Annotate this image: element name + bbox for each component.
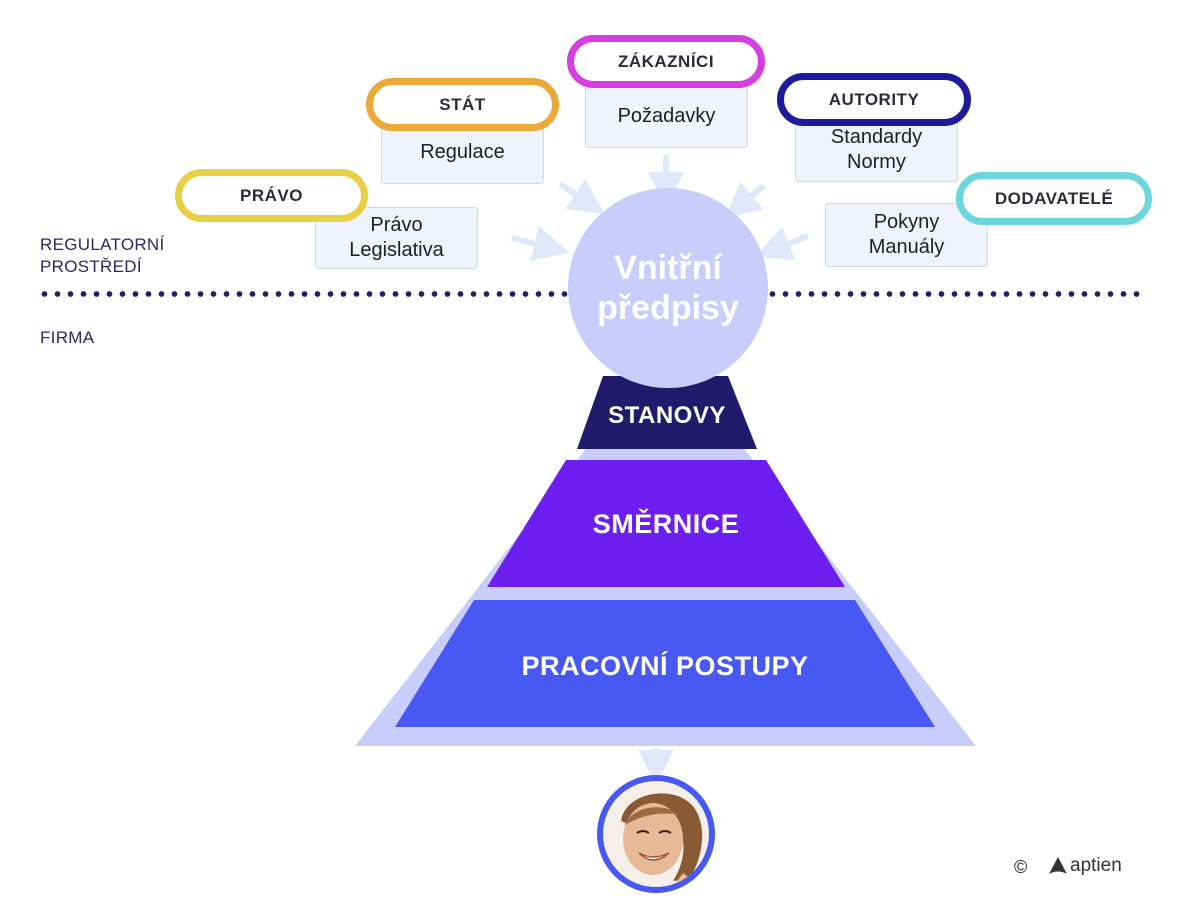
center-title-line: Vnitřní [614,249,722,287]
source-line: Standardy [830,126,923,148]
source-line: Manuály [868,236,945,258]
source-box-autority: Standardy Normy [795,118,958,182]
center-circle: Vnitřní předpisy [568,188,768,388]
copyright-symbol: © [1014,857,1028,877]
source-box-zakaznici: Požadavky [585,82,748,148]
source-line: Legislativa [349,239,444,261]
pyramid-layer-smernice [487,460,845,587]
arrow-icon [755,226,810,261]
brand-logo: aptien [1048,855,1122,877]
zone-label-firm: FIRMA [40,328,95,347]
source-title-stat: STÁT [366,78,559,131]
pyramid-label-pracovni-postupy: PRACOVNÍ POSTUPY [521,650,809,681]
brand-name: aptien [1070,855,1122,876]
source-line: Normy [847,151,906,173]
pyramid-label-smernice: SMĚRNICE [592,508,740,539]
zone-label-line: REGULATORNÍ [40,235,165,254]
employee-avatar [597,775,715,893]
zone-label-line: PROSTŘEDÍ [40,257,142,276]
arrow-icon [511,226,570,262]
aptien-logo-icon [1049,857,1067,874]
zone-label-regulatory: REGULATORNÍ PROSTŘEDÍ [40,234,165,278]
arrow-icon [723,181,766,219]
source-line: Právo [370,214,423,236]
source-line: Požadavky [617,104,716,127]
pyramid-label-stanovy: STANOVY [608,402,726,429]
pyramid-layer-pracovni-postupy [395,600,935,727]
source-title-pravo: PRÁVO [175,169,368,222]
arrow-icon [558,179,605,214]
person-icon [603,781,709,887]
source-title-dodavatele: DODAVATELÉ [956,172,1152,225]
source-line: Regulace [420,140,505,163]
source-box-pravo: Právo Legislativa [315,207,478,269]
center-title-line: předpisy [597,289,739,327]
source-title-zakaznici: ZÁKAZNÍCI [567,35,765,88]
source-line: Pokyny [873,211,940,233]
source-title-autority: AUTORITY [777,73,971,126]
pyramid-layer-stanovy [577,376,757,449]
